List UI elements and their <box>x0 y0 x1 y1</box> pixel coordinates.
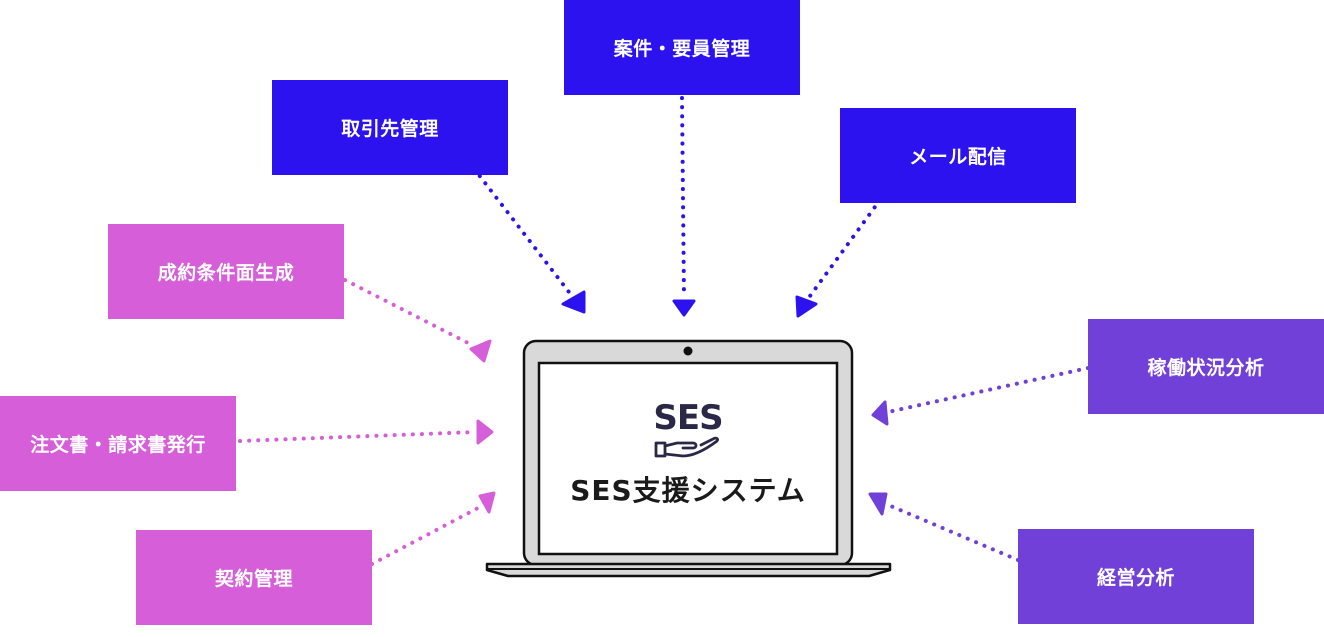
system-title: SES支援システム <box>570 474 806 507</box>
feature-contract-terms-generation: 成約条件面生成 <box>108 224 344 319</box>
arrowhead-project <box>672 299 696 317</box>
feature-client-management: 取引先管理 <box>272 80 508 175</box>
feature-project-staff-management: 案件・要員管理 <box>564 0 800 95</box>
feature-utilization-analysis: 稼働状況分析 <box>1088 319 1324 414</box>
arrowhead-terms <box>469 339 492 363</box>
arrowhead-contract <box>478 491 496 514</box>
arrowhead-mail <box>795 295 818 318</box>
laptop-screen-content: SES SES支援システム <box>540 364 836 552</box>
laptop-illustration <box>485 339 892 578</box>
arrowhead-client <box>561 290 586 314</box>
logo-text: SES <box>653 398 723 438</box>
arrow-line-project <box>680 96 686 300</box>
feature-label: 契約管理 <box>214 568 293 590</box>
feature-mail-delivery: メール配信 <box>840 108 1076 203</box>
arrowhead-utilization <box>871 400 889 426</box>
arrowhead-invoice <box>476 419 494 445</box>
arrow-line-utilization <box>886 366 1090 414</box>
feature-label: 取引先管理 <box>341 118 439 140</box>
arrow-line-management <box>884 502 1020 562</box>
feature-label: 経営分析 <box>1096 567 1175 589</box>
feature-contract-management: 契約管理 <box>136 530 372 625</box>
feature-label: 注文書・請求書発行 <box>30 434 206 456</box>
feature-label: メール配信 <box>909 146 1007 168</box>
arrowhead-management <box>868 492 888 516</box>
arrow-line-contract <box>370 506 480 566</box>
arrow-line-client <box>450 138 574 298</box>
feature-label: 案件・要員管理 <box>613 38 751 60</box>
laptop-screen <box>537 361 839 556</box>
feature-order-invoice-issuance: 注文書・請求書発行 <box>0 396 236 491</box>
feature-label: 成約条件面生成 <box>157 262 295 284</box>
arrow-line-terms <box>343 278 476 348</box>
arrow-line-mail <box>808 198 882 298</box>
hand-icon <box>654 436 720 458</box>
feature-label: 稼働状況分析 <box>1147 357 1265 379</box>
webcam-icon <box>683 346 693 356</box>
arrow-line-invoice <box>238 430 478 443</box>
feature-management-analysis: 経営分析 <box>1018 529 1254 624</box>
ses-logo: SES <box>653 401 724 459</box>
